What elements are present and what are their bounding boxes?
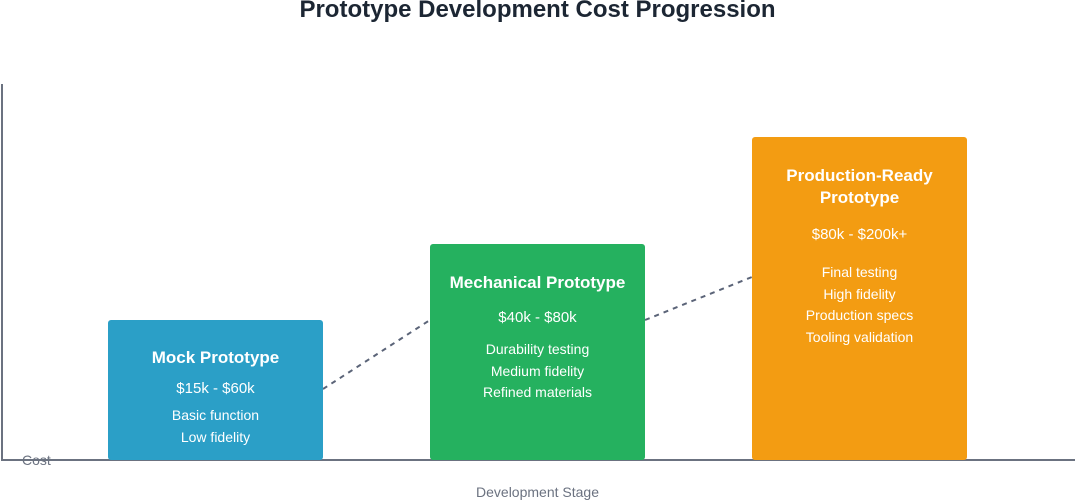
stage-feature: Medium fidelity bbox=[490, 362, 585, 379]
stage-feature: Low fidelity bbox=[180, 428, 251, 445]
stage-production-ready-prototype: Production-Ready Prototype $80k - $200k+… bbox=[752, 137, 967, 460]
stage-name: Mock Prototype bbox=[151, 348, 280, 367]
stage-feature-list: Basic function Low fidelity bbox=[122, 405, 309, 448]
connector-mechanical-to-production bbox=[644, 276, 753, 321]
connector-mock-to-mechanical bbox=[322, 319, 431, 390]
stage-feature: Final testing bbox=[821, 264, 898, 280]
stage-name: Mechanical Prototype bbox=[449, 273, 626, 292]
stage-mock-prototype: Mock Prototype $15k - $60k Basic functio… bbox=[108, 320, 323, 460]
stage-feature: Basic function bbox=[171, 407, 260, 423]
stage-feature: Production specs bbox=[805, 307, 914, 323]
stage-name: Production-Ready Prototype bbox=[786, 166, 933, 207]
x-axis-label: Development Stage bbox=[476, 484, 599, 500]
stage-feature-list: Final testing High fidelity Production s… bbox=[766, 262, 953, 348]
stage-mechanical-prototype: Mechanical Prototype $40k - $80k Durabil… bbox=[430, 244, 645, 460]
stage-feature: High fidelity bbox=[823, 285, 896, 302]
chart-title: Prototype Development Cost Progression bbox=[299, 0, 776, 23]
stage-feature: Refined materials bbox=[483, 384, 592, 400]
stage-feature-list: Durability testing Medium fidelity Refin… bbox=[444, 339, 631, 404]
stage-feature: Tooling validation bbox=[805, 328, 914, 345]
stage-cost: $15k - $60k bbox=[176, 380, 255, 397]
y-axis-label: Cost bbox=[22, 452, 51, 468]
stage-feature: Durability testing bbox=[485, 341, 590, 357]
stage-cost: $40k - $80k bbox=[498, 309, 577, 326]
stage-cost: $80k - $200k+ bbox=[811, 226, 908, 243]
